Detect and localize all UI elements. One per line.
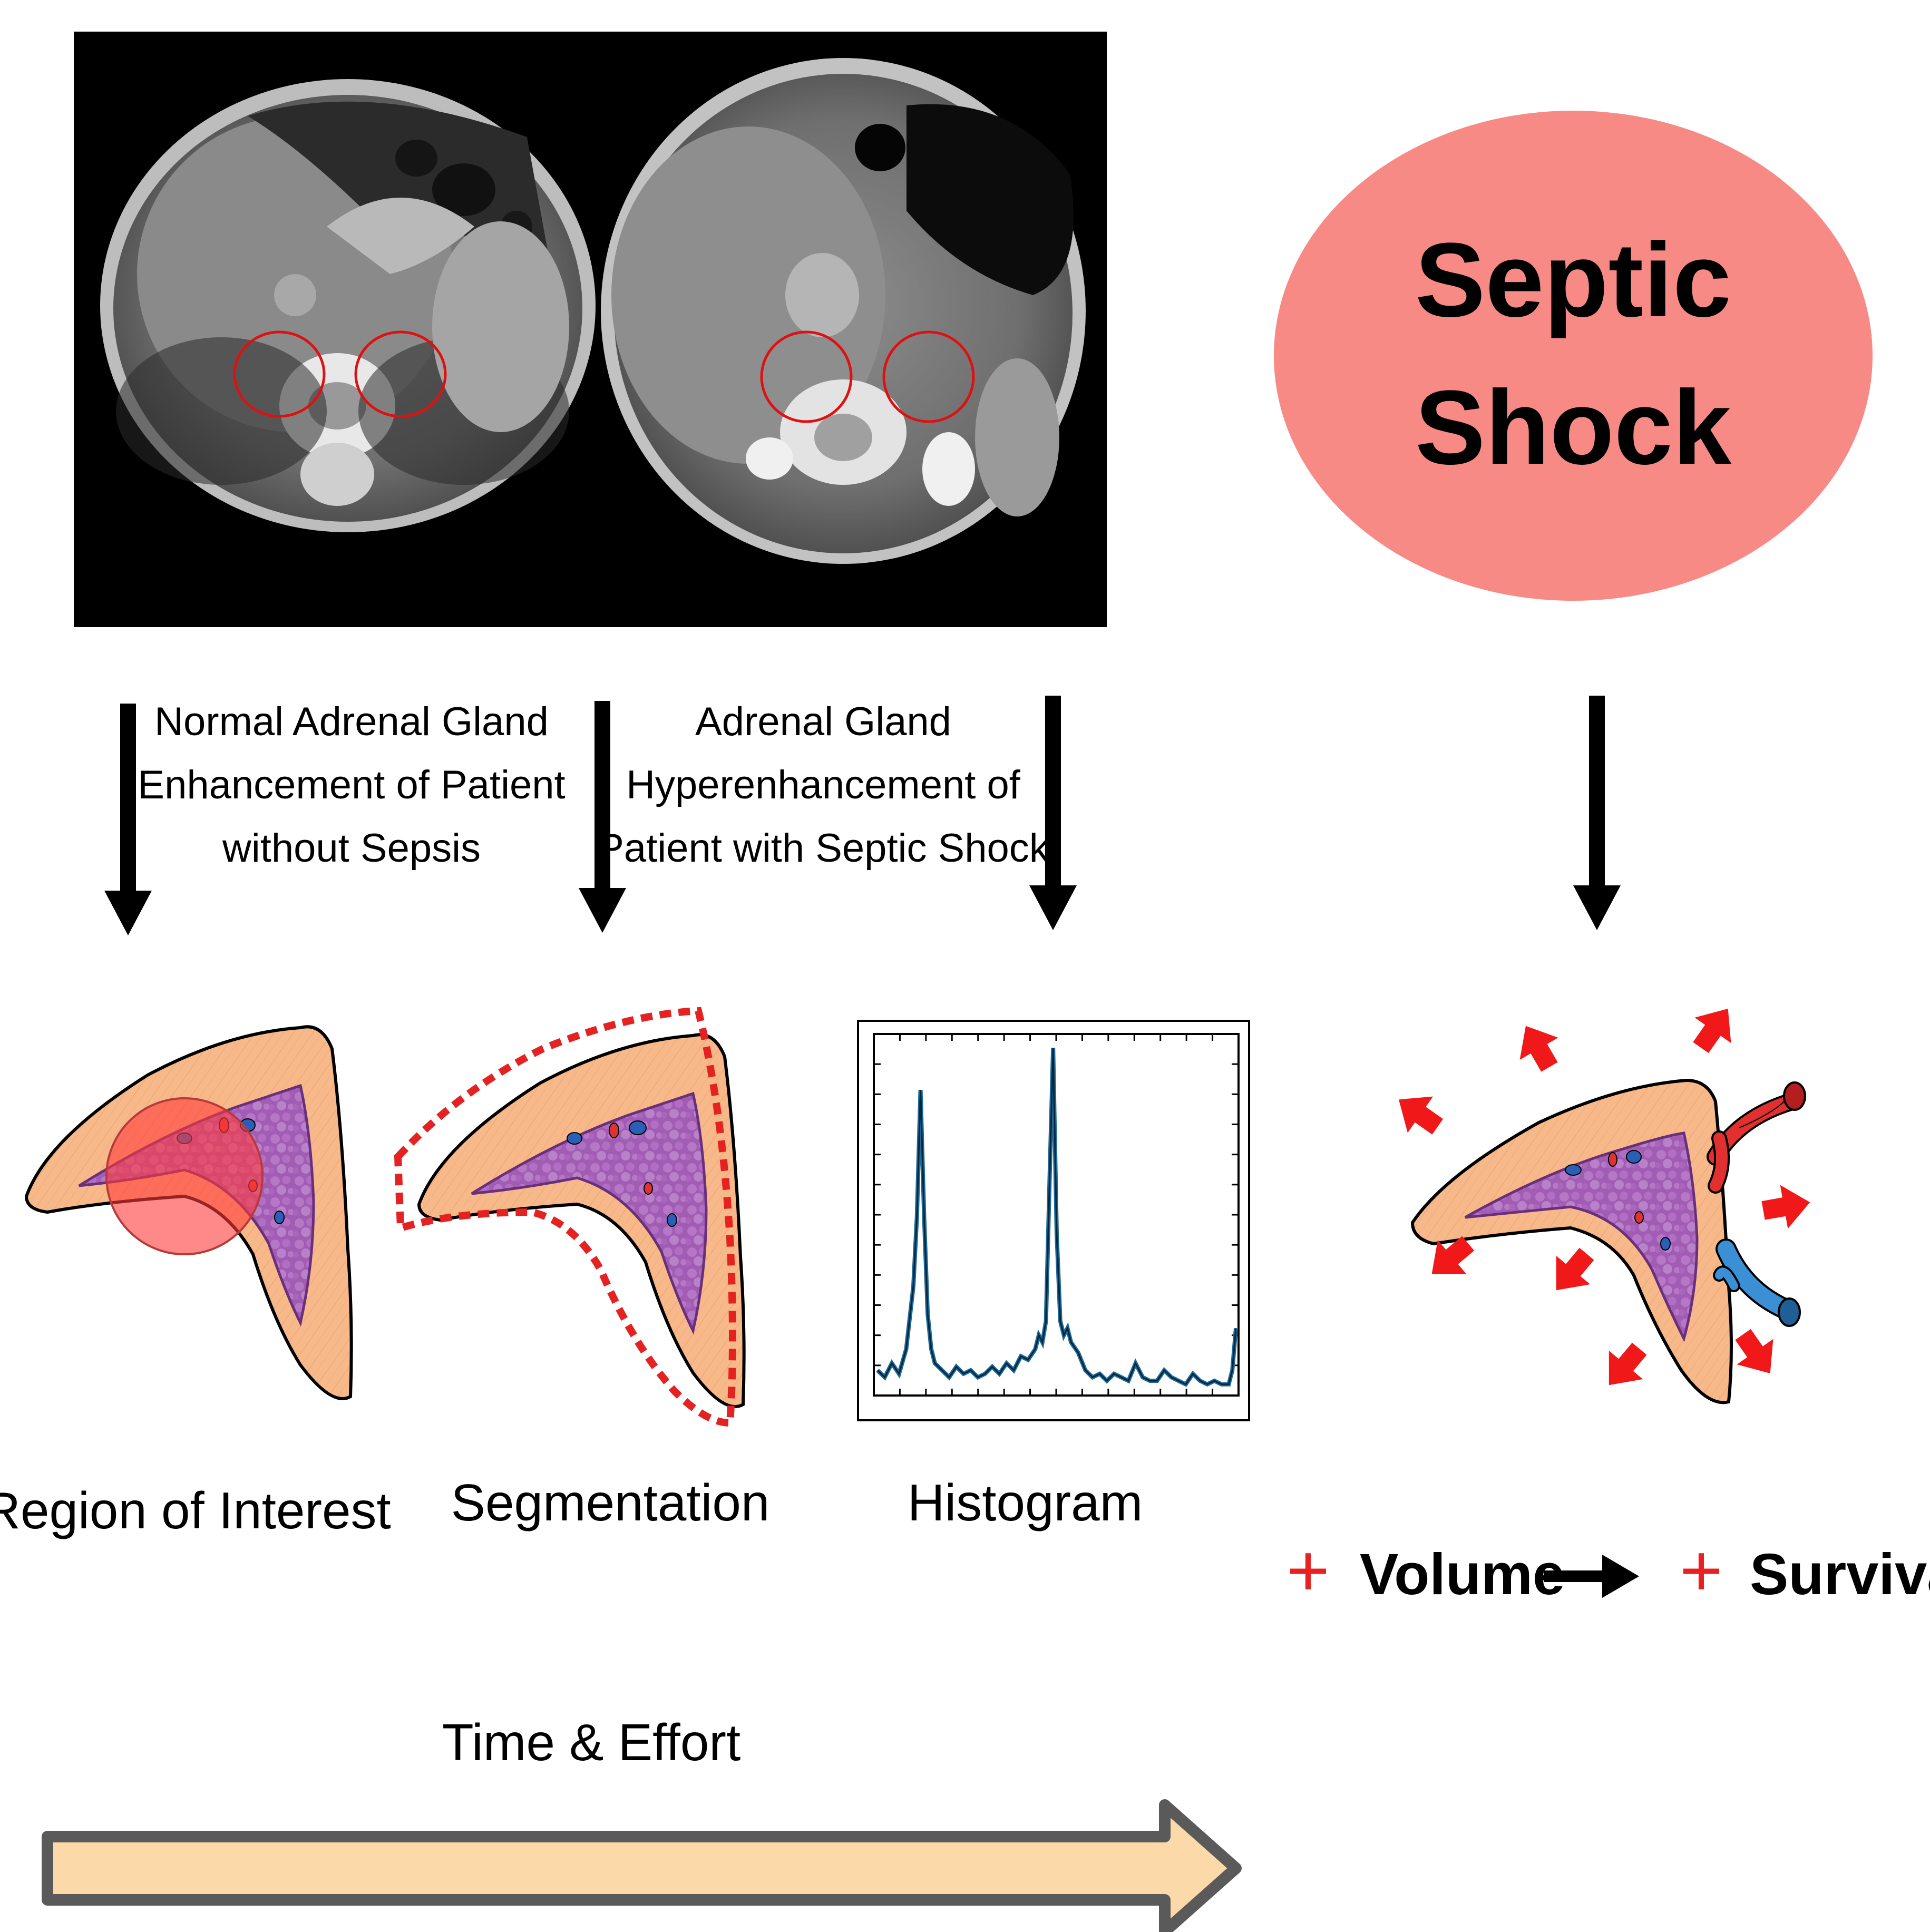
- caption-normal-line1: Normal Adrenal Gland: [154, 699, 549, 744]
- down-arrows: [104, 696, 1621, 935]
- time-effort-arrow-icon: [42, 1799, 1242, 1932]
- plus-icon-volume: +: [1286, 1529, 1330, 1612]
- ct-scan-image: [74, 32, 1107, 627]
- caption-hyper: Adrenal Gland Hyperenhancement of Patien…: [597, 699, 1050, 871]
- caption-normal: Normal Adrenal Gland Enhancement of Pati…: [138, 699, 565, 871]
- down-arrow-icon: [1029, 696, 1077, 930]
- ct-scan-normal: [100, 79, 596, 532]
- caption-hyper-line3: Patient with Septic Shock: [597, 826, 1050, 871]
- volume-survival-equation: + Volume + Survival: [1286, 1529, 1930, 1612]
- vein-icon: [1713, 1238, 1801, 1327]
- caption-hyper-line1: Adrenal Gland: [695, 699, 951, 744]
- step-label-roi: Region of Interest: [0, 1481, 391, 1539]
- adrenal-gland-icon: [417, 1033, 746, 1408]
- artery-icon: [1707, 1081, 1806, 1194]
- caption-normal-line2: Enhancement of Patient: [138, 763, 565, 807]
- time-effort-label: Time & Effort: [442, 1713, 740, 1771]
- volume-label: Volume: [1360, 1542, 1565, 1607]
- step-label-histogram: Histogram: [908, 1474, 1143, 1531]
- down-arrow-icon: [1573, 696, 1621, 930]
- survival-label: Survival: [1750, 1542, 1930, 1607]
- down-arrow-icon: [104, 704, 152, 935]
- septic-shock-ellipse: Septic Shock: [1274, 111, 1873, 601]
- step-label-segmentation: Segmentation: [451, 1474, 770, 1531]
- caption-normal-line3: without Sepsis: [222, 826, 481, 871]
- histogram-icon: [857, 1020, 1250, 1421]
- histogram-series-core: [876, 1048, 1237, 1385]
- right-arrow-icon: [1544, 1555, 1639, 1598]
- ellipse-line1: Septic: [1415, 221, 1731, 339]
- ellipse-line2: Shock: [1415, 369, 1732, 486]
- adrenal-gland-icon: [1410, 1078, 1733, 1404]
- caption-hyper-line2: Hyperenhancement of: [626, 763, 1021, 807]
- ct-scan-septic: [601, 58, 1086, 564]
- segmentation-outline: [394, 1007, 736, 1427]
- expansion-arrows-icon: [1399, 1009, 1810, 1385]
- roi-circle: [105, 1097, 264, 1255]
- down-arrow-icon: [579, 701, 626, 933]
- plus-icon-survival: +: [1680, 1529, 1723, 1612]
